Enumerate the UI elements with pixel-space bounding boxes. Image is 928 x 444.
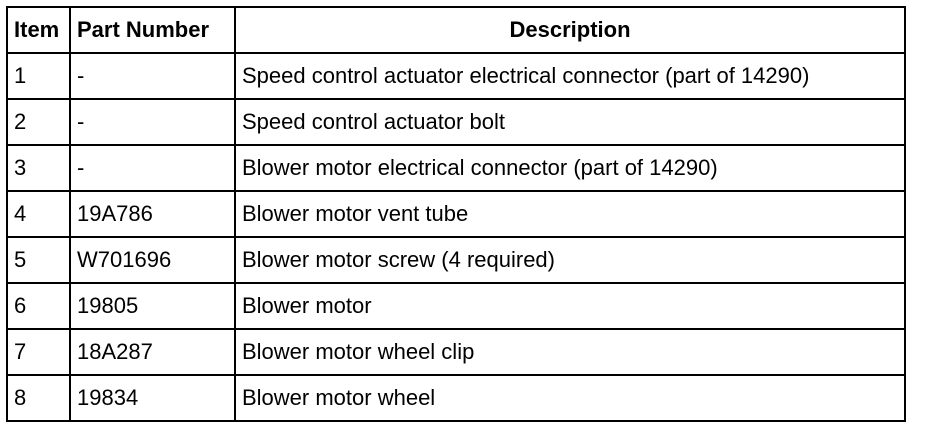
header-part-number: Part Number: [69, 6, 236, 54]
cell-description: Blower motor screw (4 required): [234, 236, 906, 284]
cell-item: 5: [6, 236, 71, 284]
cell-item: 6: [6, 282, 71, 330]
cell-part-number: 19A786: [69, 190, 236, 238]
table-row: 5 W701696 Blower motor screw (4 required…: [6, 236, 906, 284]
cell-item: 7: [6, 328, 71, 376]
header-item: Item: [6, 6, 71, 54]
cell-part-number: 19805: [69, 282, 236, 330]
parts-table: Item Part Number Description 1 - Speed c…: [6, 6, 906, 422]
table-row: 6 19805 Blower motor: [6, 282, 906, 330]
table-row: 3 - Blower motor electrical connector (p…: [6, 144, 906, 192]
cell-description: Speed control actuator electrical connec…: [234, 52, 906, 100]
cell-item: 3: [6, 144, 71, 192]
header-description: Description: [234, 6, 906, 54]
cell-description: Blower motor wheel: [234, 374, 906, 422]
cell-part-number: -: [69, 98, 236, 146]
cell-description: Blower motor: [234, 282, 906, 330]
table-row: 2 - Speed control actuator bolt: [6, 98, 906, 146]
cell-description: Blower motor electrical connector (part …: [234, 144, 906, 192]
cell-part-number: -: [69, 52, 236, 100]
cell-item: 4: [6, 190, 71, 238]
table-row: 1 - Speed control actuator electrical co…: [6, 52, 906, 100]
table-row: 8 19834 Blower motor wheel: [6, 374, 906, 422]
cell-description: Blower motor vent tube: [234, 190, 906, 238]
cell-item: 1: [6, 52, 71, 100]
table-row: 7 18A287 Blower motor wheel clip: [6, 328, 906, 376]
table-row: 4 19A786 Blower motor vent tube: [6, 190, 906, 238]
cell-description: Speed control actuator bolt: [234, 98, 906, 146]
cell-item: 2: [6, 98, 71, 146]
cell-part-number: 18A287: [69, 328, 236, 376]
cell-description: Blower motor wheel clip: [234, 328, 906, 376]
cell-part-number: W701696: [69, 236, 236, 284]
cell-part-number: 19834: [69, 374, 236, 422]
header-row: Item Part Number Description: [6, 6, 906, 54]
cell-part-number: -: [69, 144, 236, 192]
cell-item: 8: [6, 374, 71, 422]
